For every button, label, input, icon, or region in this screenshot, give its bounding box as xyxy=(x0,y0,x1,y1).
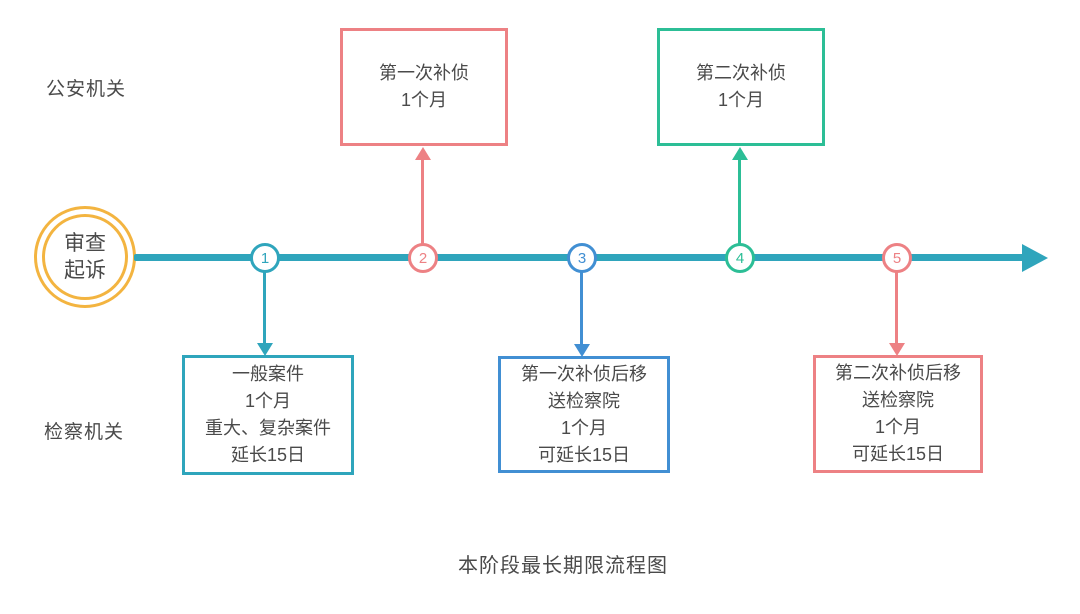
box-text-line: 送检察院 xyxy=(548,390,620,411)
box-text-line: 重大、复杂案件 xyxy=(205,418,331,438)
milestone-4-number: 4 xyxy=(735,249,745,267)
connector-arrowhead-3-down-icon xyxy=(574,344,590,357)
box-text-line: 第一次补侦 xyxy=(379,63,469,83)
box-text-line: 可延长15日 xyxy=(851,444,945,464)
timeline-arrowhead-icon xyxy=(1022,244,1048,272)
milestone-3: 3 xyxy=(567,243,597,273)
milestone-4: 4 xyxy=(725,243,755,273)
box-text-line: 1个月 xyxy=(400,90,447,110)
milestone-2: 2 xyxy=(408,243,438,273)
box-after-first-supplement-transfer: 第一次补侦后移 送检察院 1个月 可延长15日 xyxy=(498,356,670,473)
box-second-supplementary-investigation: 第二次补侦 1个月 xyxy=(657,28,825,146)
diagram-caption: 本阶段最长期限流程图 xyxy=(458,555,668,577)
lane-label-public-security: 公安机关 xyxy=(46,79,127,100)
box-text-line: 延长15日 xyxy=(230,445,306,465)
connector-arrowhead-2-up-icon xyxy=(415,147,431,160)
box-text-line: 1个月 xyxy=(717,90,764,110)
connector-line-1-down xyxy=(263,272,266,344)
connector-line-3-down xyxy=(580,272,583,345)
box-text-line: 1个月 xyxy=(560,417,607,438)
box-general-case: 一般案件 1个月 重大、复杂案件 延长15日 xyxy=(182,355,354,475)
box-text-line: 1个月 xyxy=(244,391,291,411)
milestone-2-number: 2 xyxy=(418,249,428,267)
box-text-line: 送检察院 xyxy=(862,390,934,410)
connector-arrowhead-1-down-icon xyxy=(257,343,273,356)
start-node-inner-ring: 审查 起诉 xyxy=(42,214,128,300)
milestone-1: 1 xyxy=(250,243,280,273)
connector-arrowhead-4-up-icon xyxy=(732,147,748,160)
lane-label-procuratorate: 检察机关 xyxy=(44,422,125,443)
box-first-supplementary-investigation: 第一次补侦 1个月 xyxy=(340,28,508,146)
box-after-second-supplement-transfer: 第二次补侦后移 送检察院 1个月 可延长15日 xyxy=(813,355,983,473)
box-text-line: 可延长15日 xyxy=(537,444,631,465)
connector-line-5-down xyxy=(895,272,898,344)
box-text-line: 一般案件 xyxy=(232,364,304,384)
connector-line-4-up xyxy=(738,159,741,244)
box-text-line: 第一次补侦后移 xyxy=(521,363,647,384)
milestone-3-number: 3 xyxy=(577,249,587,267)
box-text-line: 第二次补侦 xyxy=(696,63,786,83)
milestone-1-number: 1 xyxy=(260,249,270,267)
box-text-line: 1个月 xyxy=(874,417,921,437)
connector-line-2-up xyxy=(421,159,424,244)
box-text-line: 第二次补侦后移 xyxy=(835,363,961,383)
start-node: 审查 起诉 xyxy=(34,206,136,308)
connector-arrowhead-5-down-icon xyxy=(889,343,905,356)
start-node-label-line1: 审查 xyxy=(64,231,106,255)
milestone-5-number: 5 xyxy=(892,249,902,267)
start-node-label-line2: 起诉 xyxy=(64,259,106,282)
milestone-5: 5 xyxy=(882,243,912,273)
